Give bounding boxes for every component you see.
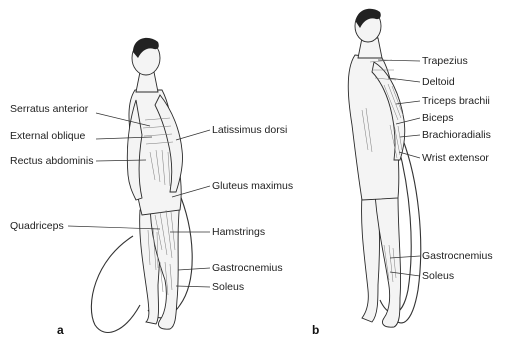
label-trapezius: Trapezius: [422, 55, 468, 67]
label-hamstrings: Hamstrings: [212, 226, 265, 238]
label-latissimus-dorsi: Latissimus dorsi: [212, 124, 287, 136]
panel-label-b: b: [312, 323, 319, 337]
figure-a: [91, 38, 192, 333]
label-brachioradialis: Brachioradialis: [422, 129, 491, 141]
panel-label-a: a: [57, 323, 64, 337]
label-soleus-a: Soleus: [212, 281, 244, 293]
label-triceps-brachii: Triceps brachii: [422, 95, 490, 107]
label-deltoid: Deltoid: [422, 76, 455, 88]
figure-b: [348, 9, 420, 327]
label-rectus-abdominis: Rectus abdominis: [10, 155, 93, 167]
label-biceps: Biceps: [422, 112, 454, 124]
label-soleus-b: Soleus: [422, 270, 454, 282]
torso-b: [348, 55, 399, 200]
label-external-oblique: External oblique: [10, 130, 85, 142]
label-gluteus-maximus: Gluteus maximus: [212, 180, 293, 192]
labels-b: Trapezius Deltoid Triceps brachii Biceps…: [312, 55, 493, 337]
label-gastrocnemius-b: Gastrocnemius: [422, 250, 493, 262]
label-serratus-anterior: Serratus anterior: [10, 103, 89, 115]
label-wrist-extensor: Wrist extensor: [422, 152, 489, 164]
label-gastrocnemius-a: Gastrocnemius: [212, 262, 283, 274]
jump-rope-a: [91, 236, 140, 332]
label-quadriceps-a: Quadriceps: [10, 220, 64, 232]
